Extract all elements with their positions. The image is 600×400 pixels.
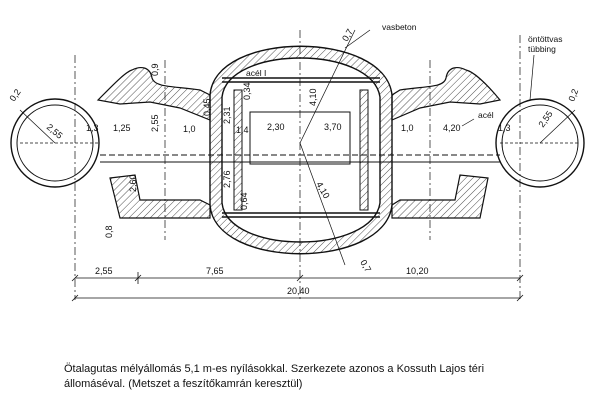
dim-2-55-left-vert: 2,55: [150, 114, 160, 132]
dim-2-30: 2,30: [267, 122, 285, 132]
left-connector: [96, 67, 211, 219]
caption-line-1: Ötalagutas mélyállomás 5,1 m-es nyílások…: [64, 363, 485, 375]
right-connector: [391, 67, 502, 219]
dim-7-65: 7,65: [206, 266, 224, 276]
radial-dimension-lines: [19, 29, 576, 266]
dim-0-2-left: 0,2: [7, 87, 22, 103]
label-steel-beam: acél I: [246, 68, 266, 78]
dim-2-76: 2,76: [222, 170, 232, 188]
label-reinforced-concrete: vasbeton: [382, 22, 417, 32]
dim-4-20: 4,20: [443, 123, 461, 133]
axis-lines: [74, 30, 521, 300]
dim-1-4: 1,4: [236, 125, 249, 135]
upper-steel-beam: [222, 77, 380, 83]
overall-dimension-chain: [71, 272, 524, 302]
leader-lines: [344, 29, 535, 127]
dim-0-34: 0,34: [242, 82, 252, 100]
dim-2-55-left-tube: 2,55: [45, 122, 65, 141]
dim-0-45: 0,45: [202, 98, 212, 116]
dim-20-40: 20,40: [287, 286, 310, 296]
label-cast-iron-line1: öntöttvas: [528, 34, 563, 44]
dim-4-10-upper: 4,10: [308, 88, 318, 106]
dim-0-7-upper: 0,7: [340, 27, 355, 43]
dim-0-7-lower: 0,7: [358, 258, 373, 274]
dim-10-20: 10,20: [406, 266, 429, 276]
dim-3-70: 3,70: [324, 122, 342, 132]
central-tube: [209, 45, 393, 255]
dim-0-8: 0,8: [104, 225, 114, 238]
dim-2-31: 2,31: [222, 106, 232, 124]
dim-1-0-left: 1,0: [183, 124, 196, 134]
figure-caption: Ötalagutas mélyállomás 5,1 m-es nyílások…: [64, 362, 584, 392]
center-columns: [233, 89, 369, 211]
dim-2-60: 2,60: [128, 174, 138, 192]
dim-2-55-bottom: 2,55: [95, 266, 113, 276]
lower-steel-beam: [222, 212, 380, 218]
dim-0-9: 0,9: [150, 63, 160, 76]
dim-1-3-left: 1,3: [86, 123, 99, 133]
caption-line-2: állomáséval. (Metszet a feszítőkamrán ke…: [64, 378, 303, 390]
label-cast-iron-line2: tübbing: [528, 44, 556, 54]
dim-0-2-right: 0,2: [566, 88, 580, 103]
dim-2-55-right-tube: 2,55: [536, 109, 554, 129]
dim-4-10-lower: 4,10: [314, 180, 331, 200]
dim-1-3-right: 1,3: [498, 123, 511, 133]
dim-1-25: 1,25: [113, 123, 131, 133]
dim-1-0-right: 1,0: [401, 123, 414, 133]
label-steel-right: acél: [478, 110, 494, 120]
station-cross-section-drawing: vasbeton öntöttvas tübbing acél I acél 0…: [7, 22, 585, 302]
dim-0-64: 0,64: [239, 192, 249, 210]
